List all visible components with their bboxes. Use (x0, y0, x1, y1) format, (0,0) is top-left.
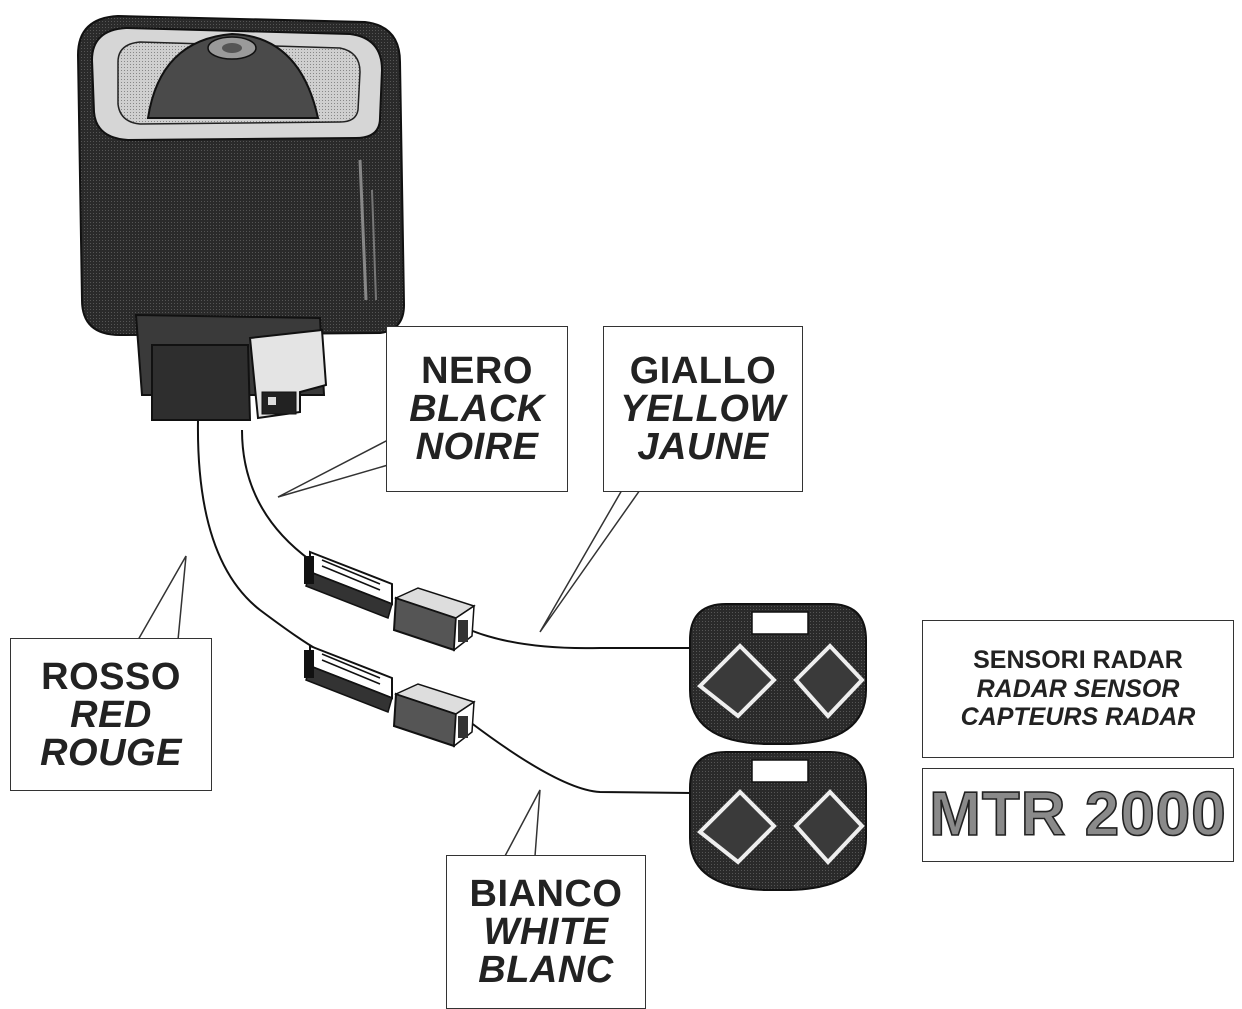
label-white-fr: BLANC (478, 949, 614, 991)
label-yellow-fr: JAUNE (637, 426, 769, 468)
label-white-wire: BIANCO WHITE BLANC (446, 855, 646, 1009)
label-white-it: BIANCO (469, 873, 623, 915)
label-yellow-wire: GIALLO YELLOW JAUNE (603, 326, 803, 492)
label-yellow-it: GIALLO (629, 350, 777, 392)
radar-sensor-1 (689, 603, 867, 745)
label-red-wire: ROSSO RED ROUGE (10, 638, 212, 791)
label-radar-sensor: SENSORI RADAR RADAR SENSOR CAPTEURS RADA… (922, 620, 1234, 758)
wires (196, 419, 693, 794)
yellow-wire (469, 629, 692, 650)
label-red-en: RED (70, 693, 152, 736)
red-wire (196, 419, 319, 651)
connector-black-male (392, 587, 476, 652)
model-name: MTR 2000 (922, 768, 1234, 862)
white-wire (469, 721, 693, 794)
label-black-it: NERO (421, 350, 533, 392)
label-red-it: ROSSO (41, 655, 181, 698)
connector-black-female (304, 550, 393, 619)
label-white-en: WHITE (483, 911, 609, 953)
label-black-en: BLACK (409, 388, 545, 430)
model-name-text: MTR 2000 (928, 780, 1227, 849)
callout-leaders (137, 439, 641, 857)
radar-sensor-2 (689, 751, 867, 891)
label-red-fr: ROUGE (40, 731, 182, 774)
label-yellow-en: YELLOW (620, 388, 786, 430)
label-radar-it: SENSORI RADAR (973, 645, 1183, 674)
label-black-fr: NOIRE (415, 426, 539, 468)
connector-red-male (392, 683, 476, 748)
label-radar-en: RADAR SENSOR (976, 674, 1180, 703)
label-black-wire: NERO BLACK NOIRE (386, 326, 568, 492)
label-radar-fr: CAPTEURS RADAR (960, 703, 1196, 732)
connector-red-female (304, 644, 393, 713)
control-unit (76, 14, 406, 421)
